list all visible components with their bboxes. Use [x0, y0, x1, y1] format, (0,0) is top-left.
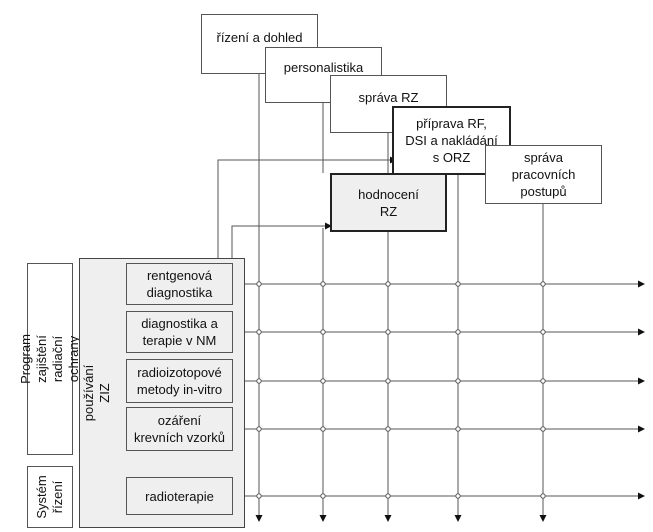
feedback-arrow-hodnoceni: [231, 222, 332, 258]
crossing-node: [385, 493, 391, 499]
crossing-node: [385, 329, 391, 335]
crossing-node: [320, 426, 326, 432]
activity-radioterapie: radioterapie: [126, 477, 233, 515]
crossing-node: [455, 493, 461, 499]
crossing-node: [320, 378, 326, 384]
crossing-node: [320, 281, 326, 287]
crossing-node: [256, 426, 262, 432]
activity-diagnostika-terapie-nm: diagnostika a terapie v NM: [126, 311, 233, 353]
label-pouzivani-ziz: používání ZIZ: [81, 364, 112, 422]
activity-radioizotopove-metody: radioizotopové metody in-vitro: [126, 359, 233, 403]
feedback-arrow-priprava: [217, 156, 397, 258]
crossing-node: [256, 378, 262, 384]
crossing-node: [540, 329, 546, 335]
crossing-node: [256, 329, 262, 335]
crossing-node: [385, 426, 391, 432]
crossing-node: [320, 493, 326, 499]
crossing-node: [385, 281, 391, 287]
crossing-node: [540, 281, 546, 287]
activity-ozareni-krevnich-vzorku: ozáření krevních vzorků: [126, 407, 233, 451]
crossing-node: [540, 493, 546, 499]
crossing-node: [320, 329, 326, 335]
crossing-node: [540, 378, 546, 384]
crossing-node: [540, 426, 546, 432]
box-sprava-pracovnich-postupu: správa pracovních postupů: [485, 145, 602, 204]
crossing-node: [455, 281, 461, 287]
crossing-node: [385, 378, 391, 384]
label-system-rizeni: Systém řízení: [27, 466, 73, 528]
crossing-node: [455, 329, 461, 335]
crossing-node: [455, 426, 461, 432]
label-program-radiacni-ochrany: Program zajištění radiační ochrany: [18, 263, 81, 455]
crossing-node: [256, 281, 262, 287]
box-hodnoceni-rz: hodnocení RZ: [330, 173, 447, 232]
crossing-node: [256, 493, 262, 499]
activity-rentgenova-diagnostika: rentgenová diagnostika: [126, 263, 233, 305]
crossing-node: [455, 378, 461, 384]
